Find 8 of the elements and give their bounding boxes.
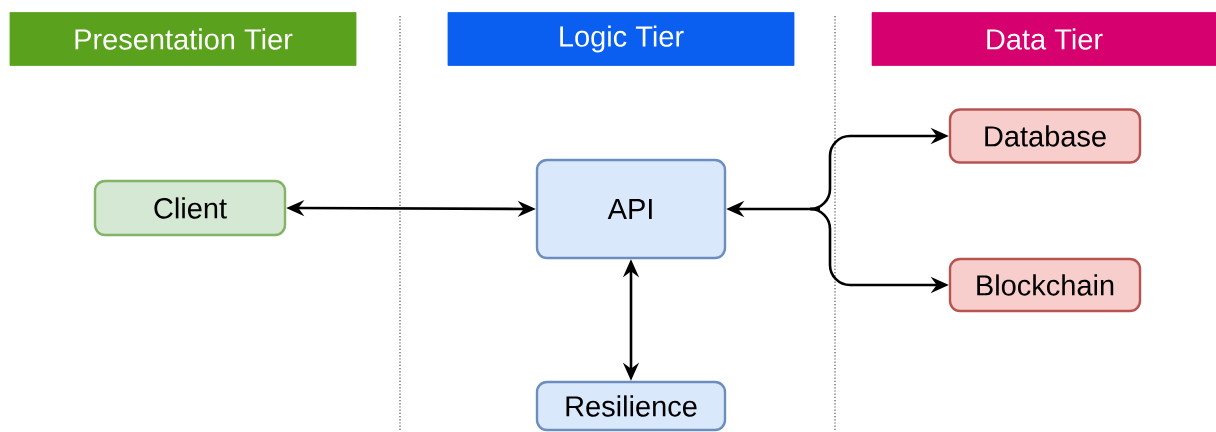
process-box: Blockchain xyxy=(948,257,1142,313)
process-box: Resilience xyxy=(535,380,727,432)
tier-header-band: Logic Tier xyxy=(447,12,795,66)
process-box: Client xyxy=(93,179,287,237)
process-box: API xyxy=(535,158,727,260)
process-box: Database xyxy=(948,108,1142,164)
tier-header-band: Presentation Tier xyxy=(9,12,357,66)
tier-header-band: Data Tier xyxy=(871,12,1216,66)
